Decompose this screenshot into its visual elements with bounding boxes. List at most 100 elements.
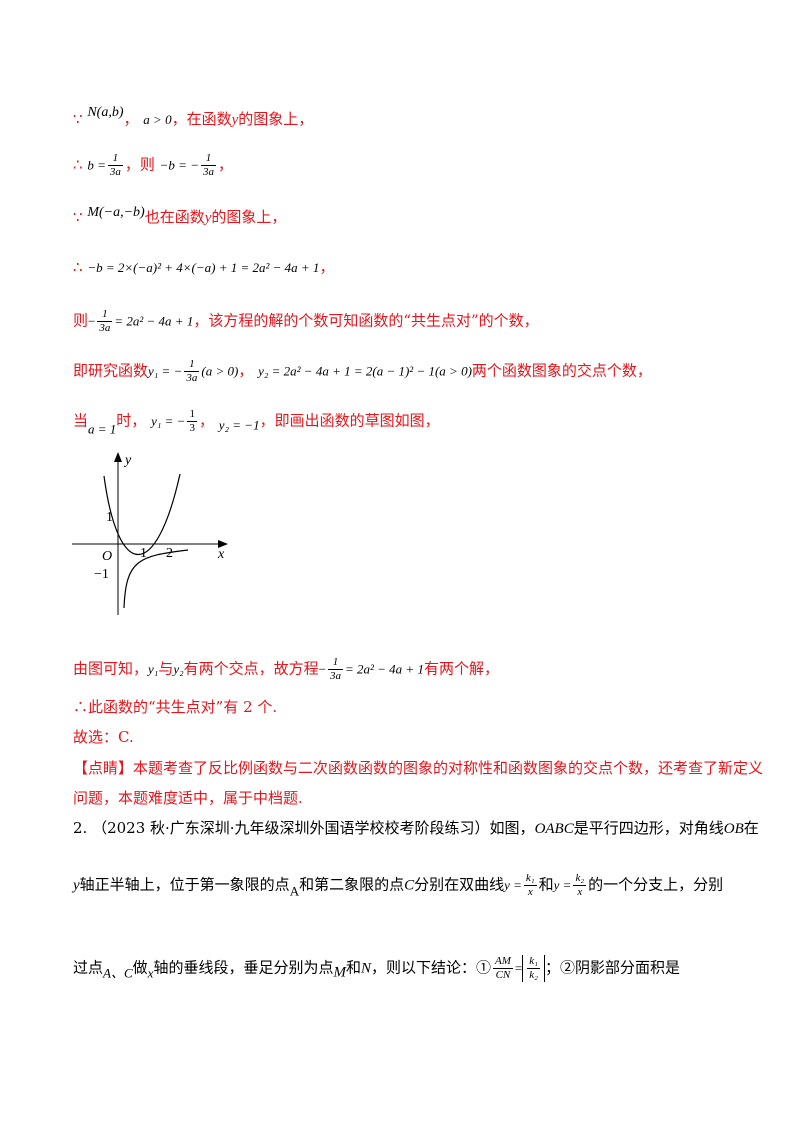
tick-label-x-2: 2 [166,546,173,561]
y-axis-arrow [114,452,122,462]
because-symbol: ∵ [73,208,83,226]
text: 当 [73,411,89,430]
math-points-ac: A、C [103,965,133,981]
comma: ， [217,155,233,174]
question-text: 在 [743,819,759,837]
text: 即研究函数 [73,361,149,380]
answer-text: 故选：C. [73,728,134,746]
math-y2: y₂ = −1 [218,417,260,433]
question-text: 做 [132,958,148,977]
tick-label-y-1: 1 [106,510,113,525]
solution-line-4: ∴ −b = 2×(−a)² + 4×(−a) + 1 = 2a² − 4a +… [73,257,334,278]
math-expr: y = [504,877,522,893]
text: 两个函数图象的交点个数， [471,361,652,380]
y-axis-label: y [123,453,132,468]
text: 时， [116,411,147,430]
math-point-m: M [333,964,346,981]
question-text: 过点 [73,958,104,977]
math-condition: a = 1 [88,421,117,437]
question-text: 的一个分支上，分别 [588,875,724,894]
comment-text: 【点睛】本题考查了反比例函数与二次函数函数的图象的对称性和函数图象的交点个数，还… [73,759,764,777]
question-text: 2. （2023 秋·广东深圳·九年级深圳外国语学校校考阶段练习）如图， [73,819,535,837]
math-equation: = 2a² − 4a + 1 [114,313,194,329]
math-oabc: OABC [534,821,574,837]
math-point-a: A [289,883,300,899]
question-text: 轴的垂线段，垂足分别为点 [153,958,334,977]
math-point-m: M(−a,−b) [87,205,145,220]
conclusion-text: ∴此函数的“共生点对”有 2 个. [73,698,278,716]
math-y1: y₁ [148,661,159,677]
tick-label-y-minus-1: −1 [94,567,109,582]
comment-line-2: 问题，本题难度适中，属于中档题. [73,788,303,808]
math-equation: −b = 2×(−a)² + 4×(−a) + 1 = 2a² − 4a + 1 [87,260,320,275]
math-condition: (a > 0) [201,363,239,379]
x-axis-arrow [218,540,228,548]
question-2-line-1: 2. （2023 秋·广东深圳·九年级深圳外国语学校校考阶段练习）如图，OABC… [73,818,759,839]
comment-text: 问题，本题难度适中，属于中档题. [73,789,303,807]
math-point-c: C [404,877,415,894]
question-text: 是平行四边形，对角线 [573,819,724,837]
text: 有两个解， [423,659,499,678]
therefore-symbol: ∴ [73,155,83,174]
comma: ， [198,411,214,430]
math-expr: b = [87,157,106,173]
question-text: 轴正半轴上，位于第一象限的点 [79,875,290,894]
origin-label: O [102,549,112,564]
hyperbola-curve-y1 [123,549,189,609]
question-text: ；②阴影部分面积是 [544,958,680,977]
text: 与 [158,659,174,678]
question-text: 和 [538,875,554,894]
question-text: 和第二象限的点 [299,875,405,894]
math-point-n: N [360,960,371,977]
x-axis-label: x [217,547,225,562]
text: 的图象上， [238,110,314,128]
text: ，该方程的解的个数可知函数的“共生点对”的个数， [193,311,539,330]
math-y1: y₁ = − [151,413,186,429]
solution-line-1: ∵ N(a,b)， a > 0，在函数y的图象上， [73,103,313,130]
math-y2: y₂ [173,661,184,677]
comma: ， [319,258,335,276]
text: 则 [73,311,89,330]
question-text: ，则以下结论：① [370,958,491,977]
math-var-y: y [231,112,239,128]
math-x: x [147,965,154,981]
text: 也在函数 [144,208,205,226]
text: ，在函数 [171,110,232,128]
math-var-y: y [204,210,212,226]
math-expr: −b = − [159,157,199,173]
because-symbol: ∵ [73,110,83,128]
solution-line-10: 故选：C. [73,727,134,747]
math-condition: a > 0 [143,112,172,127]
math-equation: = 2a² − 4a + 1 [344,661,424,677]
math-y2: y₂ = 2a² − 4a + 1 = 2(a − 1)² − 1(a > 0) [258,363,472,379]
text: 由图可知， [73,659,149,678]
solution-line-3: ∵ M(−a,−b)也在函数y的图象上， [73,203,286,228]
text: 的图象上， [211,208,287,226]
math-y: y [73,877,80,894]
question-text: 分别在双曲线 [414,875,505,894]
text: ，即画出函数的草图如图， [259,411,440,430]
comment-line-1: 【点睛】本题考查了反比例函数与二次函数函数的图象的对称性和函数图象的交点个数，还… [73,758,763,778]
comma: ， [123,110,139,128]
question-text: 和 [345,958,361,977]
comma: ， [238,361,254,380]
math-expr: y = [553,877,572,893]
text: ，则 [124,155,155,174]
